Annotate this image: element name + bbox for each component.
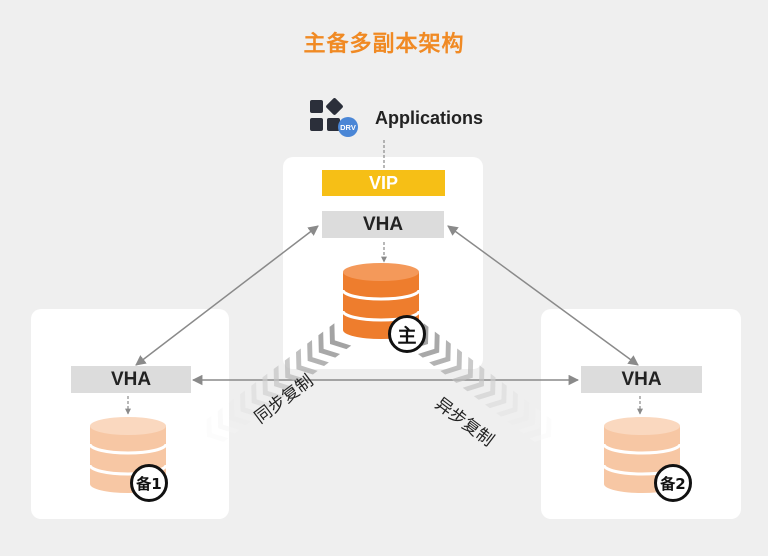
primary-role-badge: 主 <box>388 315 426 353</box>
drv-badge-text: DRV <box>340 123 356 132</box>
applications-group: DRV Applications <box>309 98 483 138</box>
standby1-role-badge: 备1 <box>130 464 168 502</box>
vip-box: VIP <box>322 170 445 196</box>
sync-replication-chevrons <box>206 323 352 442</box>
diagram-title: 主备多副本架构 <box>303 32 465 57</box>
primary-vha-box: VHA <box>322 211 444 238</box>
standby1-vha-box: VHA <box>71 366 191 393</box>
vha-primary-standby2-arrow <box>447 225 639 366</box>
applications-grid-icon: DRV <box>310 98 358 137</box>
vha-primary-standby1-arrow <box>135 225 319 366</box>
standby2-role-badge: 备2 <box>654 464 692 502</box>
applications-label: Applications <box>375 107 484 128</box>
standby2-vha-box: VHA <box>581 366 702 393</box>
